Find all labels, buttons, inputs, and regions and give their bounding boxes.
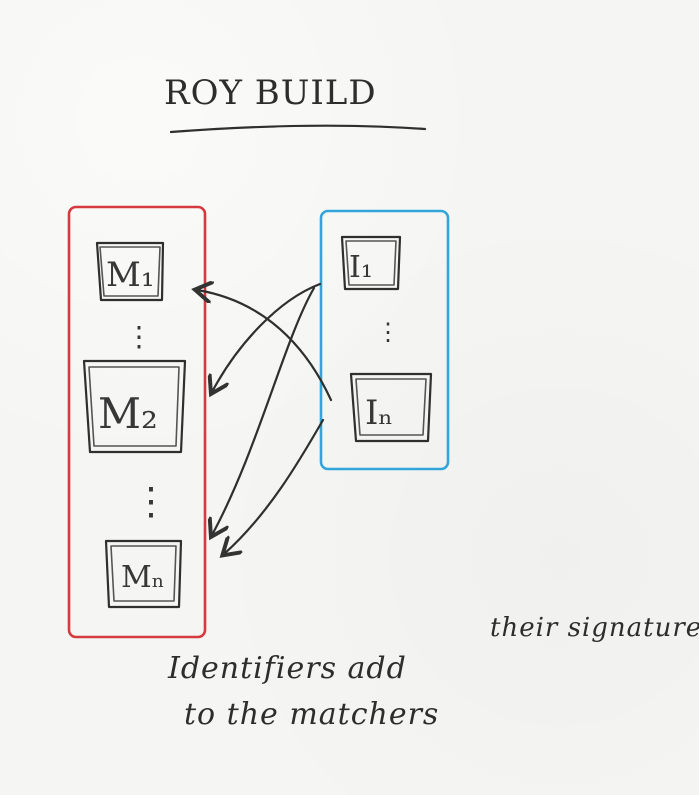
identifier-group-box: [319, 209, 450, 471]
identifier-i1-label: I₁: [349, 250, 373, 285]
matcher-ellipsis-bottom: ⋮: [132, 479, 170, 523]
identifier-node-in: Iₙ: [349, 372, 433, 443]
diagram-title: ROY BUILD: [164, 73, 377, 113]
matcher-group-box: [67, 205, 207, 639]
matcher-node-m2: M₂: [82, 359, 187, 454]
note-line-2: to the matchers: [184, 697, 439, 732]
matcher-node-m1: M₁: [95, 241, 165, 302]
arrow-in-to-m1: [197, 290, 333, 402]
matcher-ellipsis-top: ⋮: [125, 320, 153, 353]
matcher-m1-label: M₁: [106, 255, 154, 295]
matcher-mn-label: Mₙ: [121, 560, 165, 595]
arrow-i1-to-mn: [212, 286, 316, 535]
matcher-node-mn: Mₙ: [104, 539, 183, 609]
identifier-ellipsis: ⋮: [376, 318, 400, 346]
note-line-1-left: Identifiers add: [167, 651, 407, 686]
matcher-m2-label: M₂: [98, 389, 158, 438]
arrow-i1-to-m2: [212, 282, 322, 392]
note-line-1-right: their signature: [490, 613, 699, 643]
title-underline: [169, 124, 427, 134]
identifier-in-label: Iₙ: [365, 393, 393, 433]
identifier-node-i1: I₁: [340, 235, 402, 291]
arrow-in-to-mn: [224, 418, 325, 554]
